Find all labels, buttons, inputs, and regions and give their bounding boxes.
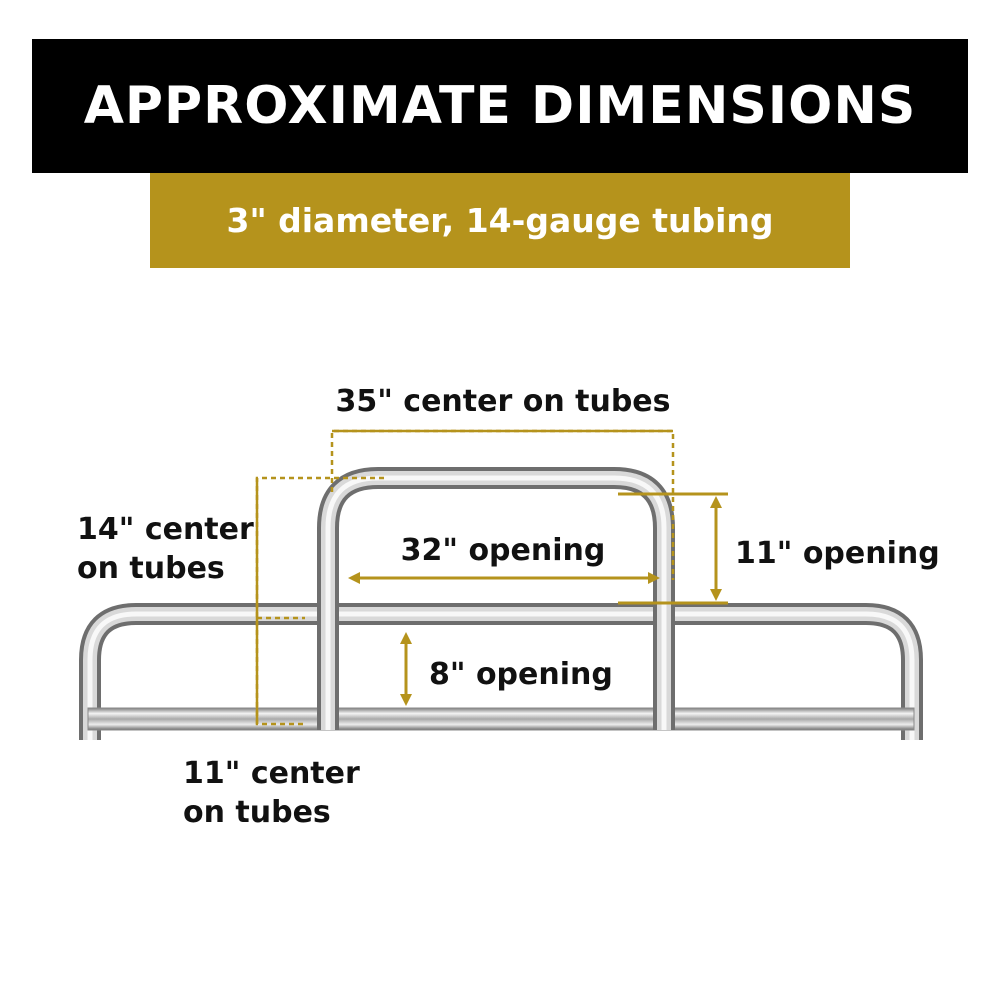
label-right-opening: 11" opening bbox=[735, 536, 940, 571]
label-left-center-line1: 14" center bbox=[77, 512, 254, 547]
top-center-bracket bbox=[330, 429, 675, 580]
left-center-bracket bbox=[255, 476, 384, 726]
grille-guard bbox=[79, 467, 923, 740]
label-left-center-line2: on tubes bbox=[77, 551, 225, 586]
bottom-crossbar-tube bbox=[88, 708, 914, 730]
header-title: APPROXIMATE DIMENSIONS bbox=[83, 76, 917, 136]
subheader-text: 3" diameter, 14-gauge tubing bbox=[226, 201, 774, 240]
subheader-bar: 3" diameter, 14-gauge tubing bbox=[150, 173, 850, 268]
label-bottom-center-line2: on tubes bbox=[183, 795, 331, 830]
label-upper-opening: 32" opening bbox=[401, 533, 606, 568]
label-lower-opening: 8" opening bbox=[429, 657, 613, 692]
header-bar: APPROXIMATE DIMENSIONS bbox=[32, 39, 968, 173]
label-bottom-center-line1: 11" center bbox=[183, 756, 360, 791]
dimension-lines bbox=[255, 429, 728, 726]
label-top-center: 35" center on tubes bbox=[335, 384, 670, 419]
